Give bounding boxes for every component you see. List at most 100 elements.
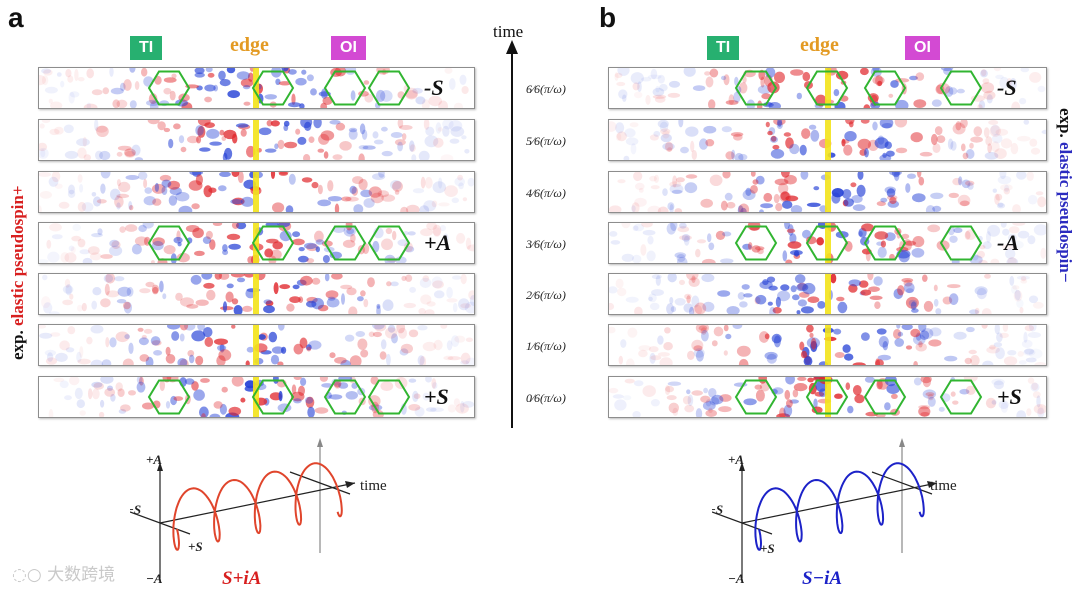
edge-line [825, 68, 831, 108]
side-label-a-prefix: exp. [8, 326, 27, 360]
field-strip [38, 273, 475, 315]
side-label-a-colored: elastic pseudospin+ [8, 185, 27, 326]
strip-label: +A [424, 230, 452, 255]
field-strip: -S [608, 67, 1047, 109]
caption-b: S−iA [802, 568, 843, 589]
edge-line [825, 172, 831, 212]
edge-line [825, 223, 831, 263]
pseudospin-schematic-a: +A −A −S +S time [130, 438, 387, 586]
strip-label: -S [997, 75, 1017, 100]
edge-line [825, 325, 831, 365]
time-axis-arrow [506, 40, 518, 428]
unit-cell-hexagon [367, 225, 411, 261]
unit-cell-hexagon [805, 225, 849, 261]
axis-down-label-a: −A [146, 571, 163, 586]
field-strip: +S [38, 376, 475, 418]
unit-cell-hexagon [863, 225, 907, 261]
helix-curve-b [754, 462, 925, 551]
edge-tag-a: edge [230, 34, 269, 56]
unit-cell-hexagon [734, 225, 778, 261]
unit-cell-hexagon [323, 379, 367, 415]
pseudospin-schematic-b: +A −A −S +S time [712, 438, 957, 586]
panel-letter-a: a [8, 2, 24, 33]
caption-a: S+iA [222, 568, 262, 589]
field-strip [38, 324, 475, 366]
unit-cell-hexagon [863, 379, 907, 415]
axis-down-label-b: −A [728, 571, 745, 586]
edge-line [253, 377, 259, 417]
time-axis-label: 2⁄6(π/ω) [526, 288, 566, 302]
time-axis-title: time [493, 22, 524, 41]
unit-cell-hexagon [734, 70, 778, 106]
field-strip [608, 171, 1047, 213]
unit-cell-hexagon [251, 379, 295, 415]
edge-line [253, 223, 259, 263]
time-axis-label: 3⁄6(π/ω) [526, 237, 566, 251]
unit-cell-hexagon [147, 225, 191, 261]
unit-cell-hexagon [251, 70, 295, 106]
field-strip [608, 324, 1047, 366]
unit-cell-hexagon [939, 70, 983, 106]
field-strip: -S [38, 67, 475, 109]
unit-cell-hexagon [367, 70, 411, 106]
unit-cell-hexagon [147, 70, 191, 106]
panel-letter-b: b [599, 2, 617, 33]
unit-cell-hexagon [939, 225, 983, 261]
field-strip: -A [608, 222, 1047, 264]
time-axis-label: 0⁄6(π/ω) [526, 391, 566, 405]
unit-cell-hexagon [863, 70, 907, 106]
time-axis-label: 6⁄6(π/ω) [526, 82, 566, 96]
edge-line [253, 325, 259, 365]
unit-cell-hexagon [805, 70, 849, 106]
field-strip [38, 119, 475, 161]
strip-label: -S [424, 75, 444, 100]
unit-cell-hexagon [147, 379, 191, 415]
watermark-logo-icon: ◌○ [12, 565, 42, 585]
side-label-b-colored: elastic pseudospin− [1056, 142, 1075, 283]
unit-cell-hexagon [323, 225, 367, 261]
side-label-b-prefix: exp. [1056, 108, 1075, 142]
edge-line [825, 120, 831, 160]
time-axis-label: 4⁄6(π/ω) [526, 186, 566, 200]
edge-line [253, 274, 259, 314]
unit-cell-hexagon [734, 379, 778, 415]
field-strip [608, 273, 1047, 315]
edge-tag-b: edge [800, 34, 839, 56]
oi-tag-a: OI [331, 36, 366, 60]
axis-time-label-a: time [360, 478, 387, 494]
field-strip [608, 119, 1047, 161]
field-strip: +A [38, 222, 475, 264]
edge-line [825, 377, 831, 417]
axis-left-label-a: −S [130, 502, 141, 517]
axis-up-label-a: +A [146, 452, 162, 467]
edge-line [253, 68, 259, 108]
watermark: ◌○ 大数跨境 [12, 560, 115, 585]
edge-line [825, 274, 831, 314]
field-strip: +S [608, 376, 1047, 418]
ti-tag-a: TI [130, 36, 163, 60]
ti-tag-b: TI [707, 36, 740, 60]
edge-line [253, 172, 259, 212]
strip-label: -A [997, 230, 1019, 255]
unit-cell-hexagon [939, 379, 983, 415]
axis-front-label-b: +S [760, 541, 775, 556]
edge-line [253, 120, 259, 160]
time-axis-label: 5⁄6(π/ω) [526, 134, 566, 148]
axis-front-label-a: +S [188, 539, 203, 554]
unit-cell-hexagon [323, 70, 367, 106]
axis-left-label-b: −S [712, 502, 723, 517]
strip-label: +S [997, 384, 1022, 409]
axis-time-label-b: time [930, 478, 957, 494]
time-axis-label: 1⁄6(π/ω) [526, 339, 566, 353]
unit-cell-hexagon [251, 225, 295, 261]
unit-cell-hexagon [367, 379, 411, 415]
strip-label: +S [424, 384, 449, 409]
watermark-text: 大数跨境 [47, 565, 116, 585]
field-strip [38, 171, 475, 213]
unit-cell-hexagon [805, 379, 849, 415]
oi-tag-b: OI [905, 36, 940, 60]
side-label-a: exp. elastic pseudospin+ [8, 185, 28, 360]
axis-up-label-b: +A [728, 452, 744, 467]
helix-curve-a [172, 462, 343, 551]
side-label-b: exp. elastic pseudospin− [1055, 108, 1075, 283]
